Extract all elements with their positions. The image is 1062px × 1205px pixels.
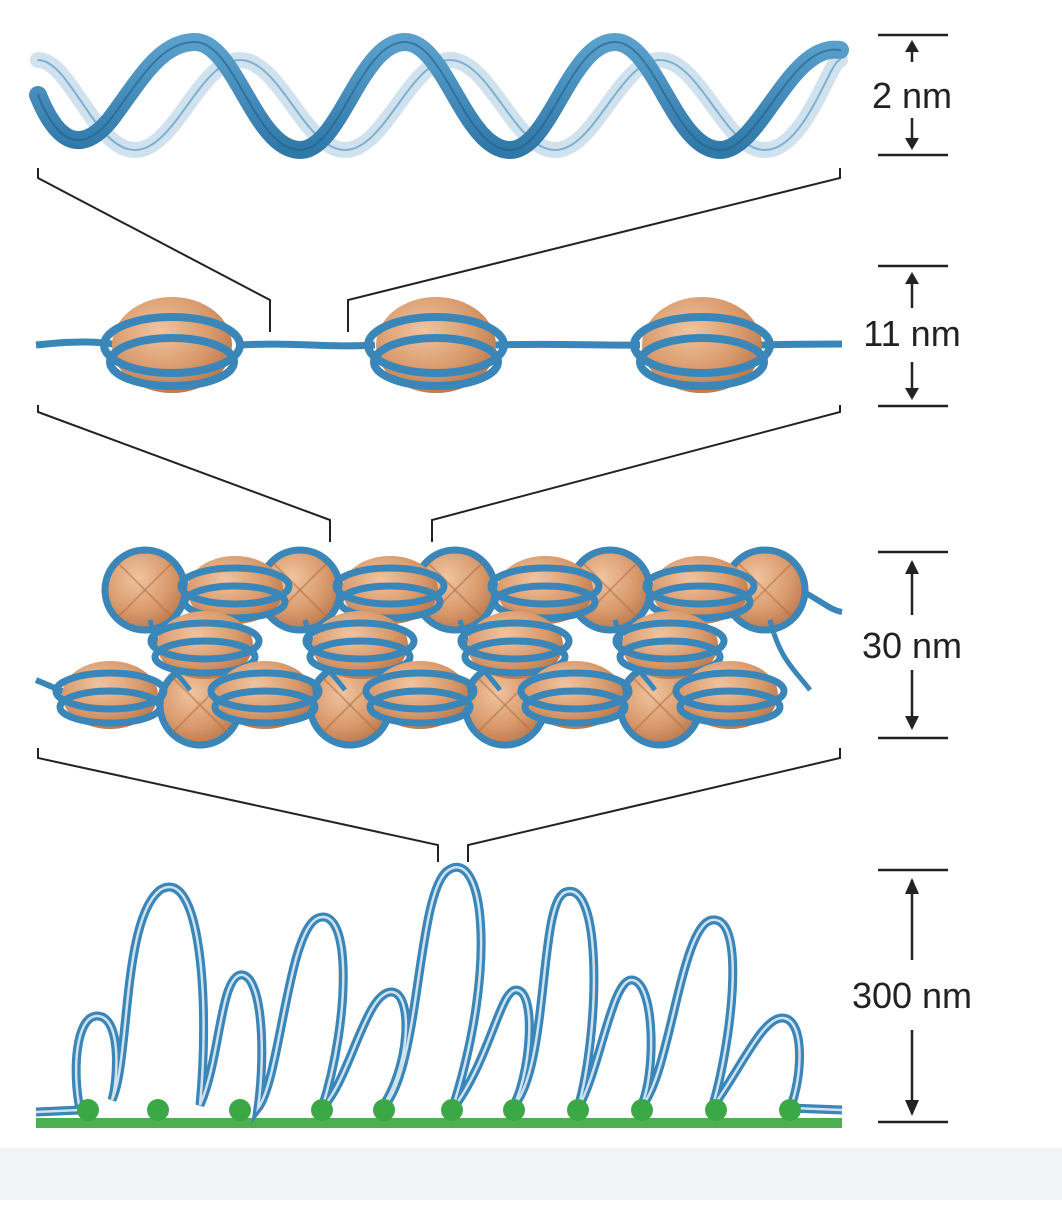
scaffold-bead-8 bbox=[567, 1099, 589, 1121]
zoom-connector-3 bbox=[37, 748, 841, 862]
scale-bar-2nm bbox=[878, 33, 948, 157]
scale-bar-300nm bbox=[878, 868, 948, 1124]
scaffold-bead-11 bbox=[779, 1099, 801, 1121]
nucleosome-1 bbox=[100, 297, 244, 393]
scaffold-bead-4 bbox=[311, 1099, 333, 1121]
solenoid-side-nucleosome-mid-1 bbox=[147, 611, 263, 679]
scale-label-11nm: 11 nm bbox=[863, 313, 960, 354]
bottom-band bbox=[0, 1148, 1062, 1200]
scaffold-bead-2 bbox=[147, 1099, 169, 1121]
solenoid-side-nucleosome-bottom-1 bbox=[52, 661, 168, 729]
solenoid-side-nucleosome-mid-2 bbox=[302, 611, 418, 679]
zoom-connector-1 bbox=[37, 168, 841, 332]
solenoid-side-nucleosome-top-4 bbox=[642, 556, 758, 624]
scale-label-300nm: 300 nm bbox=[852, 975, 972, 1016]
nucleosome-3 bbox=[630, 297, 774, 393]
solenoid-fiber bbox=[34, 546, 843, 749]
solenoid-side-nucleosome-bottom-4 bbox=[517, 661, 633, 729]
scale-label-30nm: 30 nm bbox=[862, 625, 962, 666]
scaffold-bead-10 bbox=[705, 1099, 727, 1121]
dna-double-helix bbox=[29, 32, 849, 160]
scaffold-bead-3 bbox=[229, 1099, 251, 1121]
protein-scaffold bbox=[36, 1118, 842, 1128]
nucleosome-2 bbox=[364, 297, 508, 393]
scaffold-bead-5 bbox=[373, 1099, 395, 1121]
solenoid-side-nucleosome-mid-3 bbox=[457, 611, 573, 679]
scaffold-bead-7 bbox=[503, 1099, 525, 1121]
scale-bar-30nm bbox=[878, 550, 948, 740]
solenoid-side-nucleosome-bottom-5 bbox=[672, 661, 788, 729]
solenoid-side-nucleosome-mid-4 bbox=[612, 611, 728, 679]
solenoid-side-nucleosome-top-3 bbox=[487, 556, 603, 624]
looped-domains bbox=[35, 862, 843, 1128]
nucleosome-fiber bbox=[35, 297, 843, 393]
scaffold-bead-6 bbox=[441, 1099, 463, 1121]
scaffold-bead-9 bbox=[631, 1099, 653, 1121]
solenoid-side-nucleosome-bottom-3 bbox=[362, 661, 478, 729]
zoom-connector-2 bbox=[37, 405, 841, 542]
solenoid-side-nucleosome-top-2 bbox=[332, 556, 448, 624]
scaffold-beads bbox=[77, 1099, 801, 1121]
linker-dna bbox=[35, 338, 843, 350]
solenoid-side-nucleosome-bottom-2 bbox=[207, 661, 323, 729]
scaffold-bead-1 bbox=[77, 1099, 99, 1121]
scale-bar-11nm bbox=[878, 264, 948, 408]
solenoid-side-nucleosome-top-1 bbox=[177, 556, 293, 624]
solenoid-face-nucleosome-top-1 bbox=[101, 546, 189, 634]
scale-label-2nm: 2 nm bbox=[872, 75, 952, 116]
